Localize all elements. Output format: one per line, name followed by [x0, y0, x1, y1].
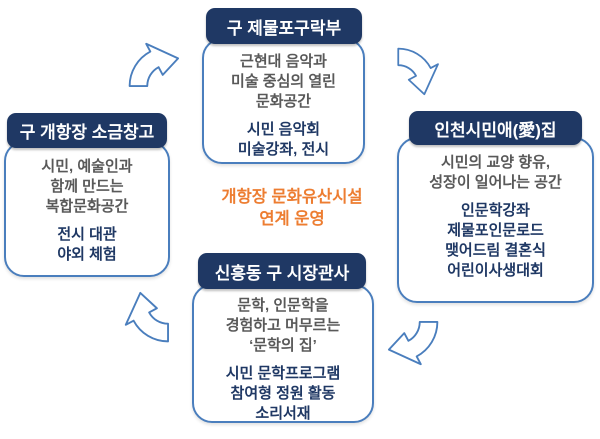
- curved-arrow-down-left-icon: [387, 310, 455, 378]
- description-line: 근현대 음악과: [240, 53, 327, 70]
- facility-header-sinheungdong-mayor-residence: 신흥동 구 시장관사: [198, 253, 366, 289]
- facility-title: 신흥동 구 시장관사: [214, 263, 350, 283]
- facility-box-jemulpo-club: 근현대 음악과 미술 중심의 열린 문화공간 시민 음악회 미술강좌, 전시: [202, 38, 365, 164]
- facility-box-incheon-simin-ae-jip: 시민의 교양 향유, 성장이 일어나는 공간 인문학강좌 제물포인문로드 맺어드…: [397, 137, 594, 303]
- facility-description: 문학, 인문학을 경험하고 머무르는 ‘문학의 집’: [194, 296, 372, 356]
- description-line: 시민, 예술인과: [41, 158, 133, 175]
- facility-title: 구 제물포구락부: [226, 18, 342, 38]
- facility-header-jemulpo-club: 구 제물포구락부: [206, 8, 362, 44]
- description-line: 시민의 교양 향유,: [440, 154, 551, 171]
- program-line: 소리서재: [255, 405, 311, 422]
- description-line: 경험하고 머무르는: [225, 317, 341, 334]
- facility-box-salt-warehouse: 시민, 예술인과 함께 만드는 복합문화공간 전시 대관 야외 체험: [4, 141, 170, 277]
- program-line: 시민 음악회: [246, 121, 321, 138]
- description-line: 복합문화공간: [45, 198, 129, 215]
- program-line: 제물포인문로드: [447, 222, 544, 239]
- center-label-line: 연계 운영: [259, 210, 325, 228]
- description-line: 문학, 인문학을: [237, 297, 329, 314]
- description-line: 성장이 일어나는 공간: [429, 174, 562, 191]
- description-line: 미술 중심의 열린: [231, 73, 336, 90]
- description-line: 함께 만드는: [50, 178, 124, 195]
- center-label-line: 개항장 문화유산시설: [221, 188, 363, 206]
- program-line: 인문학강좌: [460, 202, 530, 219]
- program-line: 전시 대관: [57, 226, 117, 243]
- facility-programs: 시민 음악회 미술강좌, 전시: [204, 120, 363, 160]
- curved-arrow-up-left-icon: [112, 291, 180, 359]
- facility-programs: 시민 문학프로그램 참여형 정원 활동 소리서재: [194, 364, 372, 424]
- facility-description: 시민의 교양 향유, 성장이 일어나는 공간: [399, 153, 592, 193]
- program-line: 시민 문학프로그램: [225, 365, 341, 382]
- program-line: 야외 체험: [57, 246, 117, 263]
- facility-programs: 전시 대관 야외 체험: [6, 225, 168, 265]
- facility-box-sinheungdong-mayor-residence: 문학, 인문학을 경험하고 머무르는 ‘문학의 집’ 시민 문학프로그램 참여형…: [192, 284, 374, 423]
- curved-arrow-down-right-icon: [387, 32, 451, 96]
- facility-header-salt-warehouse: 구 개항장 소금창고: [7, 113, 167, 148]
- center-label: 개항장 문화유산시설 연계 운영: [198, 186, 386, 230]
- program-line: 맺어드림 결혼식: [445, 242, 546, 259]
- program-line: 미술강좌, 전시: [237, 141, 330, 158]
- program-line: 어린이사생대회: [447, 262, 544, 279]
- facility-description: 시민, 예술인과 함께 만드는 복합문화공간: [6, 157, 168, 217]
- description-line: 문화공간: [255, 93, 312, 110]
- description-line: ‘문학의 집’: [249, 337, 317, 354]
- program-line: 참여형 정원 활동: [230, 385, 336, 402]
- facility-title: 구 개항장 소금창고: [19, 123, 155, 142]
- facility-title: 인천시민애(愛)집: [434, 120, 557, 140]
- facility-header-incheon-simin-ae-jip: 인천시민애(愛)집: [409, 111, 582, 145]
- facility-programs: 인문학강좌 제물포인문로드 맺어드림 결혼식 어린이사생대회: [399, 201, 592, 281]
- facility-description: 근현대 음악과 미술 중심의 열린 문화공간: [204, 52, 363, 112]
- curved-arrow-up-right-icon: [112, 30, 180, 98]
